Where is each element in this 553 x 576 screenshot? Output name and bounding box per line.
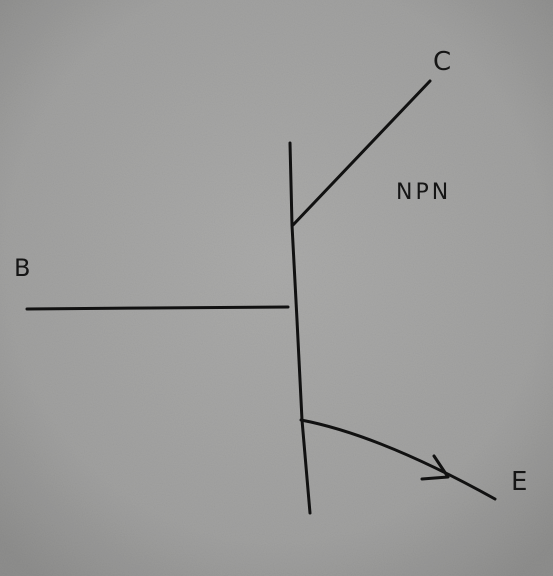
base-bar-line (288, 141, 312, 515)
base-label: B (14, 254, 30, 282)
transistor-type-label: NPN (396, 180, 451, 205)
emitter-lead-line (299, 418, 497, 501)
base-lead-line (25, 305, 290, 311)
collector-label: C (433, 47, 451, 77)
emitter-label: E (511, 467, 527, 497)
collector-lead-line (291, 79, 432, 227)
emitter-arrow-icon (420, 454, 450, 481)
